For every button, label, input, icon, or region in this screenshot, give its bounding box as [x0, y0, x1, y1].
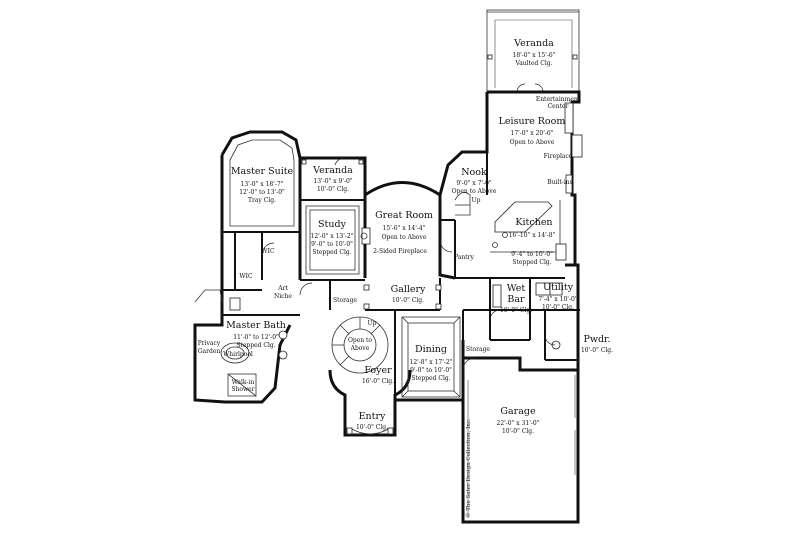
veranda-rear-area [486, 9, 580, 93]
kitchen-dims2: 9'-4" to 10'-0" [511, 251, 553, 258]
great-room-name: Great Room [375, 210, 433, 221]
room-labels: Veranda 18'-0" x 15'-6" Vaulted Clg. Ent… [198, 38, 613, 518]
master-bath-ceiling: Stepped Clg. [236, 342, 275, 349]
veranda-front-ceiling: 10'-0" Clg. [317, 186, 349, 193]
great-room-fireplace: 2-Sided Fireplace [373, 248, 427, 255]
wet-bar-ceiling: 10'-0" Clg. [500, 307, 532, 314]
study-ceiling: Stepped Clg. [312, 249, 351, 256]
nook-dims: 9'-0" x 7'-0" [456, 180, 492, 187]
veranda-front-name: Veranda [312, 165, 353, 176]
study-name: Study [318, 219, 347, 230]
leisure-ceiling: Open to Above [510, 139, 555, 146]
pwdr-ceiling: 10'-0" Clg. [581, 347, 613, 354]
storage-label-1: Storage [333, 297, 357, 304]
privacy-garden-line2: Garden [198, 348, 221, 355]
entry-ceiling: 10'-0" Clg. [356, 424, 388, 431]
garage-name: Garage [500, 406, 536, 417]
whirlpool-label: Whirlpool [223, 351, 253, 358]
master-suite-dims: 13'-0" x 18'-7" [241, 181, 284, 188]
copyright-text: © The Sater Design Collection, Inc. [465, 418, 472, 518]
pantry-label: Pantry [454, 254, 474, 261]
dining-ceiling: Stepped Clg. [411, 375, 450, 382]
dining-name: Dining [415, 344, 447, 355]
entertainment-line2: Center [548, 103, 569, 110]
nook-ceiling: Open to Above [452, 188, 497, 195]
foyer-open-line1: Open to [348, 337, 372, 344]
veranda-front-dims: 13'-0" x 9'-0" [313, 178, 352, 185]
garage-ceiling: 10'-0" Clg. [502, 428, 534, 435]
wet-bar-name2: Bar [507, 294, 525, 305]
entertainment-line1: Entertainment [536, 96, 581, 103]
master-suite-name: Master Suite [231, 166, 294, 177]
study-dims: 12'-0" x 13'-2" [311, 233, 354, 240]
kitchen-dims: 16'-10" x 14'-8" [509, 232, 556, 239]
leisure-fireplace: Fireplace [544, 153, 573, 160]
kitchen-name: Kitchen [515, 217, 552, 228]
master-bath-dims: 11'-0" to 12'-0" [233, 334, 279, 341]
master-suite-ceiling: Tray Clg. [248, 197, 276, 204]
leisure-dims: 17'-0" x 20'-6" [511, 130, 554, 137]
foyer-open-line2: Above [350, 345, 370, 352]
master-bath-name: Master Bath [226, 320, 286, 331]
interior-walls [222, 152, 580, 400]
gallery-ceiling: 10'-0" Clg. [392, 297, 424, 304]
utility-name: Utility [543, 282, 574, 293]
utility-dims: 7'-4" x 10'-0" [538, 296, 577, 303]
great-room-dims: 15'-6" x 14'-4" [383, 225, 426, 232]
storage-label-2: Storage [466, 346, 490, 353]
dining-dims2: 9'-0" to 10'-0" [410, 367, 452, 374]
veranda-rear-ceiling: Vaulted Clg. [514, 60, 552, 67]
wet-bar-name: Wet [507, 283, 526, 294]
walkin-shower-line1: Walk-in [232, 379, 255, 386]
veranda-rear-dims: 18'-0" x 15'-6" [513, 52, 556, 59]
art-niche-line2: Niche [274, 293, 292, 300]
wic-label-2: WIC [261, 248, 275, 255]
nook-up: Up [472, 197, 481, 204]
foyer-up: Up [368, 320, 377, 327]
pwdr-name: Pwdr. [583, 334, 610, 345]
walkin-shower-line2: Shower [231, 386, 254, 393]
privacy-garden-line1: Privacy [198, 340, 221, 347]
art-niche-line1: Art [277, 285, 288, 292]
veranda-rear-name: Veranda [513, 38, 554, 49]
garage-dims: 22'-0" x 31'-0" [497, 420, 540, 427]
wic-label-1: WIC [239, 273, 253, 280]
leisure-name: Leisure Room [499, 116, 566, 127]
great-room-ceiling: Open to Above [382, 234, 427, 241]
master-suite-dims2: 12'-0" to 13'-0" [239, 189, 285, 196]
leisure-builtins: Built-ins [547, 179, 572, 186]
foyer-ceiling: 16'-0" Clg. [362, 378, 394, 385]
entry-name: Entry [359, 411, 386, 422]
plan-details [194, 102, 583, 518]
nook-name: Nook [461, 167, 487, 178]
foyer-name: Foyer [364, 365, 392, 376]
utility-ceiling: 10'-0" Clg. [542, 304, 574, 311]
gallery-name: Gallery [391, 284, 426, 295]
kitchen-ceiling: Stepped Clg. [512, 259, 551, 266]
study-dims2: 9'-0" to 10'-0" [311, 241, 353, 248]
dining-dims: 12'-8" x 17'-2" [410, 359, 453, 366]
